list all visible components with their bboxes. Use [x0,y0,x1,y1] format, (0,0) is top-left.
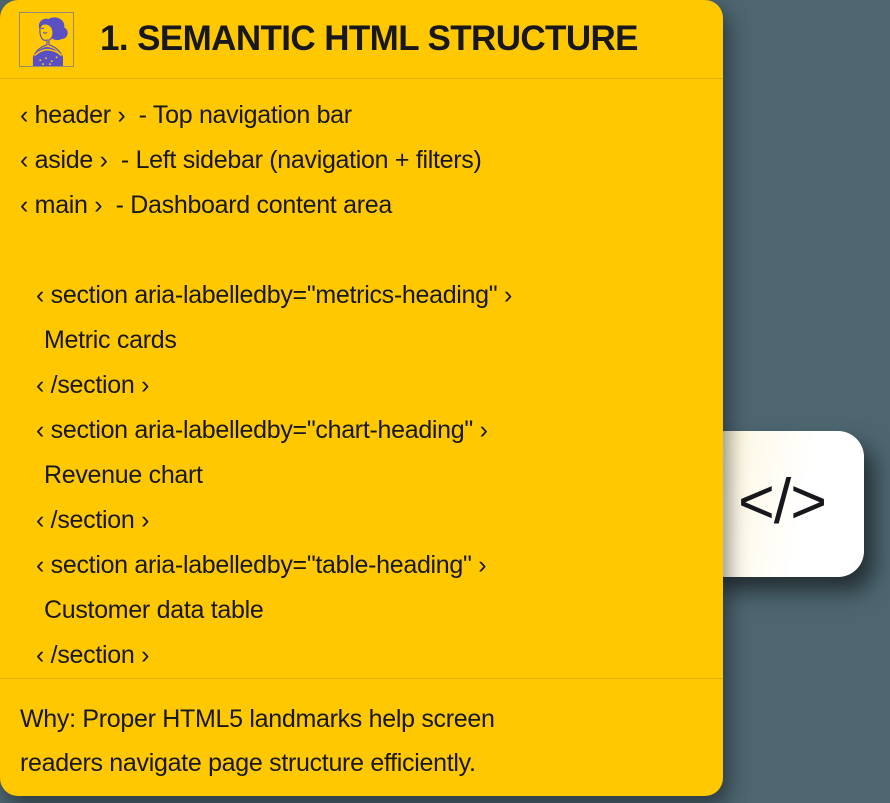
page-title: 1. SEMANTIC HTML STRUCTURE [100,19,639,58]
card-footer: Why: Proper HTML5 landmarks help screen … [0,678,723,796]
code-line: Customer data table [44,596,264,624]
code-line: ‹ main › - Dashboard content area [20,191,392,219]
why-line: readers navigate page structure efficien… [20,749,476,777]
code-line: ‹ section aria-labelledby="chart-heading… [36,416,488,444]
avatar [19,11,74,67]
card-header: 1. SEMANTIC HTML STRUCTURE [0,0,723,79]
code-line-spacer [20,228,703,273]
code-line: Metric cards [44,326,177,354]
semantic-html-structure-card: 1. SEMANTIC HTML STRUCTURE ‹ header › - … [0,0,723,796]
code-line: ‹ aside › - Left sidebar (navigation + f… [20,146,482,174]
why-line: Why: Proper HTML5 landmarks help screen [20,705,495,733]
code-line: ‹ section aria-labelledby="table-heading… [36,551,487,579]
code-line: ‹ section aria-labelledby="metrics-headi… [36,281,513,309]
code-line: ‹ /section › [36,371,150,399]
code-line: ‹ /section › [36,641,150,669]
code-line: ‹ /section › [36,506,150,534]
code-line: Revenue chart [44,461,203,489]
code-brackets-icon: </> [737,466,827,537]
person-illustration-avatar [20,12,73,66]
code-block: ‹ header › - Top navigation bar ‹ aside … [0,79,723,678]
code-badge: </> [700,431,864,577]
code-line: ‹ header › - Top navigation bar [20,101,352,129]
